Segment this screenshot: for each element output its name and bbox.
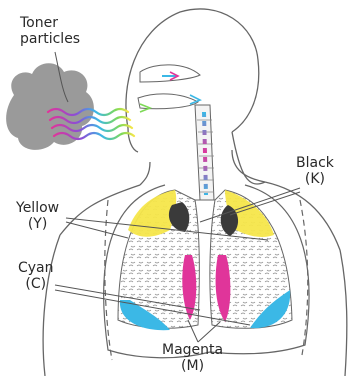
cyan-label-code: (C) (18, 276, 54, 292)
black-label: Black (K) (296, 155, 334, 187)
left-lung (118, 190, 199, 330)
trachea (178, 105, 230, 200)
magenta-label: Magenta (M) (162, 342, 223, 374)
yellow-label-code: (Y) (16, 216, 59, 232)
toner-label-line1: Toner (20, 15, 80, 31)
magenta-leader-2 (198, 322, 220, 342)
yellow-leader-2 (66, 222, 128, 238)
right-lung (210, 190, 292, 328)
magenta-label-name: Magenta (162, 342, 223, 358)
cyan-label: Cyan (C) (18, 260, 54, 292)
yellow-label: Yellow (Y) (16, 200, 59, 232)
airway-head (138, 65, 200, 112)
magenta-label-code: (M) (162, 358, 223, 374)
toner-cloud-icon (6, 63, 94, 150)
toner-particles-label: Toner particles (20, 15, 80, 47)
black-label-name: Black (296, 155, 334, 171)
toner-label-line2: particles (20, 31, 80, 47)
black-label-code: (K) (296, 171, 334, 187)
yellow-label-name: Yellow (16, 200, 59, 216)
cyan-label-name: Cyan (18, 260, 54, 276)
